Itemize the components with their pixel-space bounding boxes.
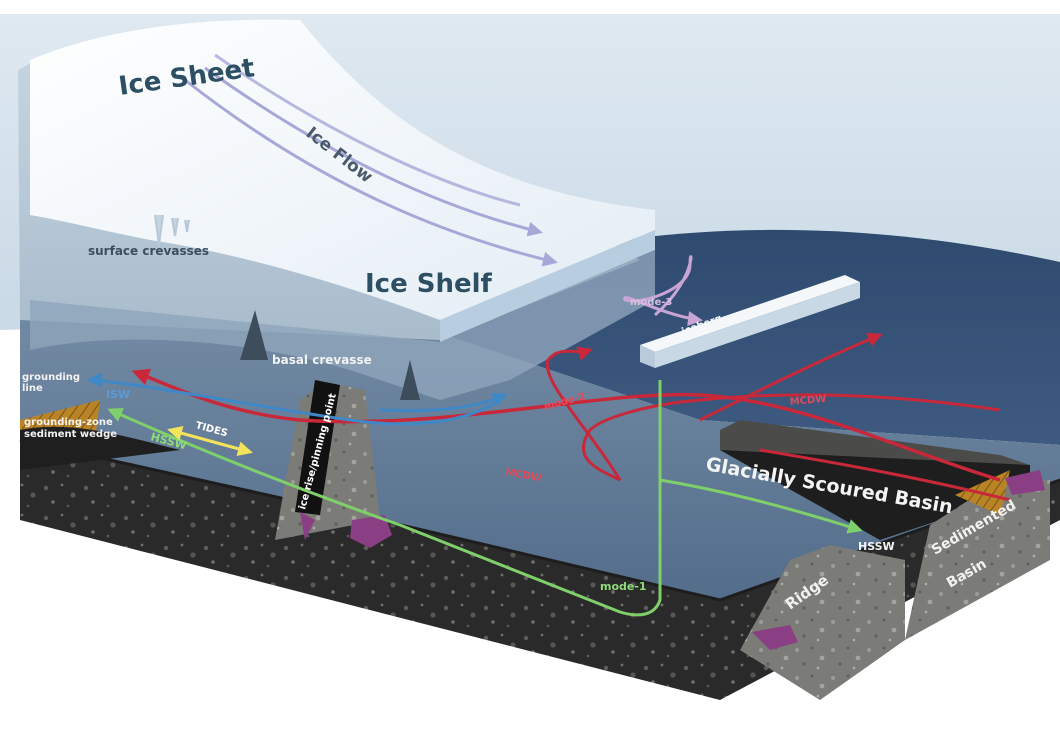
label-mode-3: mode-3 [630, 297, 672, 308]
grounding-bed [20, 426, 180, 470]
iceberg-top [640, 275, 860, 352]
label-grounding-zone-2: sediment wedge [24, 429, 117, 440]
label-grounding-line-2: line [22, 383, 43, 394]
label-hssw-right: HSSW [858, 540, 895, 553]
hssw-flow-right [659, 478, 863, 534]
ridge-rock [740, 545, 905, 700]
mode-3-loop [623, 255, 703, 326]
basin-wall [720, 420, 1030, 465]
label-basal-crevasse: basal crevasse [272, 353, 372, 367]
label-isw: ISW [106, 388, 130, 401]
tides-arrow [167, 425, 253, 457]
purple-rock-2 [752, 625, 798, 650]
ice-shelf-underside [30, 250, 655, 400]
label-grounding-zone-1: grounding-zone [24, 417, 113, 428]
sedimented-basin-rock [905, 480, 1050, 640]
label-mcdw-right: MCDW [789, 394, 826, 408]
mcdw-flow-main [131, 368, 1001, 482]
isw-flow [87, 372, 501, 426]
purple-rock-4 [300, 512, 315, 540]
ice-flow-arrow-2 [204, 66, 543, 237]
ice-flow-arrow-3 [214, 53, 521, 207]
mcdw-mode-2 [545, 346, 622, 481]
water-column [20, 300, 1060, 600]
bedrock-top-edge [19, 438, 1060, 602]
label-mode-1: mode-1 [600, 580, 647, 593]
mcdw-to-surface [699, 332, 883, 422]
ice-rise-band [295, 380, 340, 515]
label-grounding-line-1: grounding [22, 372, 80, 383]
purple-rock-1 [350, 515, 392, 548]
surface-crevasse-marks [154, 214, 190, 246]
mcdw-basin-line [759, 448, 1011, 502]
isw-flow-out [379, 392, 508, 413]
iceberg-face [640, 345, 655, 368]
iceberg-front [655, 282, 860, 368]
label-ice-shelf: Ice Shelf [365, 269, 493, 299]
purple-rock-3 [1005, 470, 1045, 495]
label-surface-crevasses: surface crevasses [88, 244, 209, 258]
ice-flow-arrow-1 [184, 78, 558, 267]
mcdw-flow-upper [582, 393, 1001, 482]
ice-sheet-surface [30, 19, 655, 320]
ice-shelf-front [440, 230, 655, 342]
